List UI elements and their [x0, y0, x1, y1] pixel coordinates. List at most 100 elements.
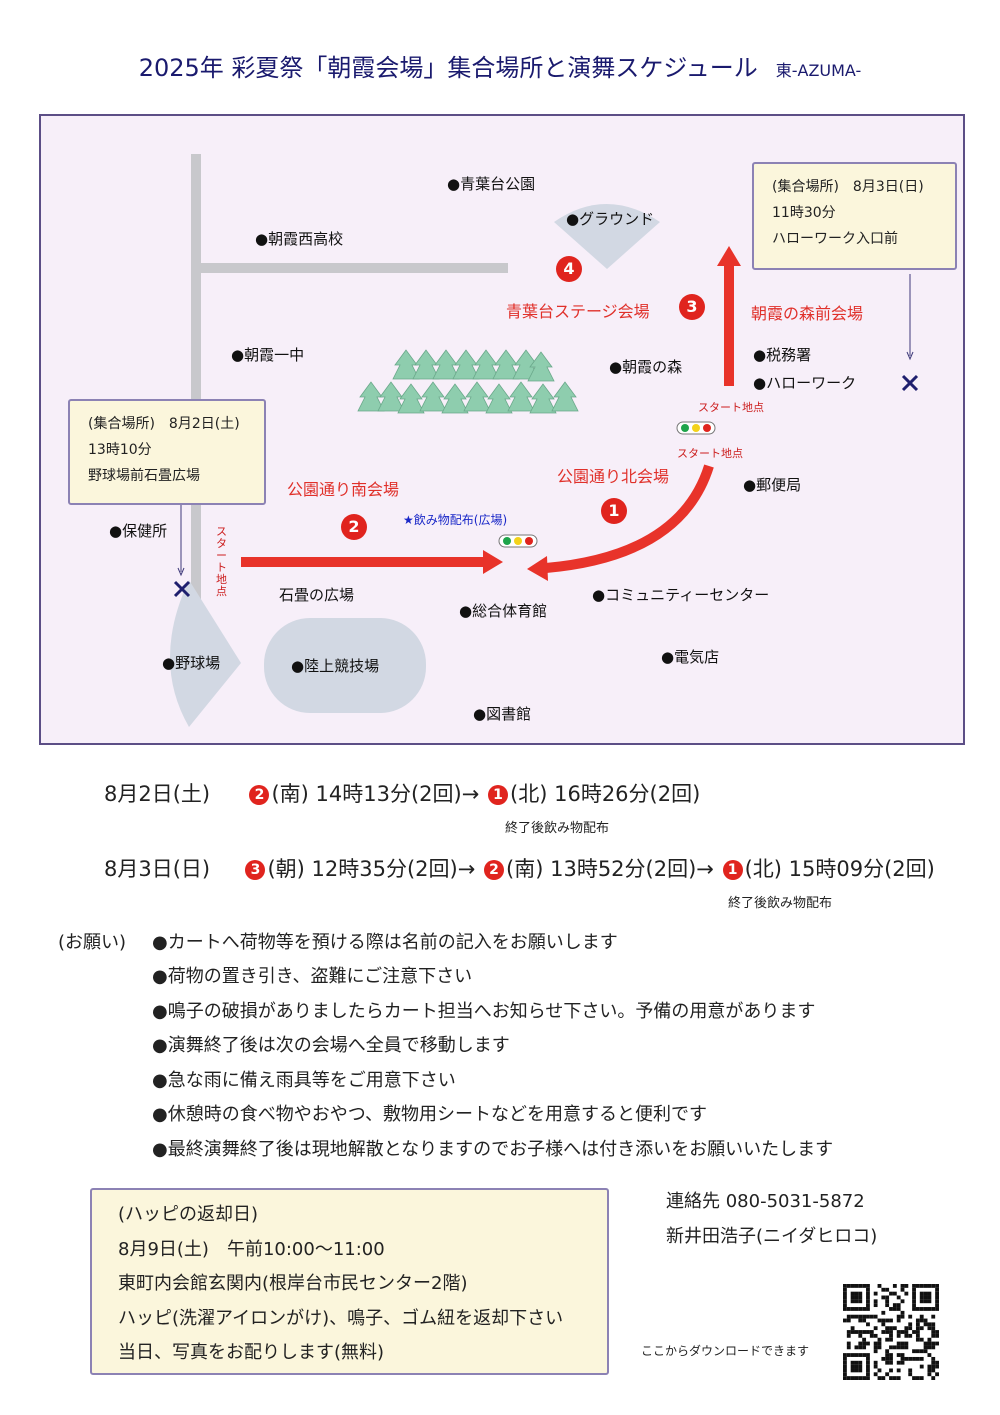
route-south-arrowhead	[483, 550, 503, 574]
schedule-day2-num3: 1	[722, 860, 743, 880]
forest-trees	[357, 349, 579, 414]
schedule-day2-date: 8月3日(日)	[104, 857, 211, 881]
place-library: ●図書館	[473, 705, 532, 723]
start-label-forest: スタート地点	[698, 401, 764, 414]
subtitle: 東-AZUMA-	[775, 61, 862, 80]
schedule-day2-num1: 3	[245, 860, 266, 880]
tree-icon	[485, 383, 513, 414]
tree-icon	[507, 381, 535, 412]
place-health-center: ●保健所	[109, 522, 168, 540]
request-item: ●最終演舞終了後は現地解散となりますのでお子様へは付き添いをお願いいたします	[152, 1139, 834, 1160]
venue-map: ●青葉台公園 ●グラウンド ●朝霞西高校 ●朝霞一中 ●朝霞の森 ●税務署 ●ハ…	[39, 114, 965, 745]
happi-return-box: (ハッピの返却日) 8月9日(土) 午前10:00～11:00 東町内会館玄関内…	[90, 1188, 609, 1375]
place-asaka-forest: ●朝霞の森	[609, 358, 683, 376]
download-caption: ここからダウンロードできます	[641, 1344, 810, 1358]
qr-code-icon[interactable]	[843, 1284, 939, 1380]
return-place: 東町内会館玄関内(根岸台市民センター2階)	[118, 1273, 468, 1294]
venue-aobadai-stage: 青葉台ステージ会場	[506, 302, 650, 321]
meeting-info-aug3: (集合場所) 8月3日(日) 11時30分 ハローワーク入口前	[752, 162, 957, 270]
place-post-office: ●郵便局	[743, 476, 802, 494]
contact-phone: 連絡先 080-5031-5872	[666, 1191, 865, 1212]
place-asaka-ichu: ●朝霞一中	[231, 346, 305, 364]
route-north-arrowhead	[527, 556, 548, 581]
place-asaka-nishi-high: ●朝霞西高校	[255, 230, 344, 248]
traffic-light-north	[676, 421, 716, 435]
pointer-head-aug3	[906, 351, 914, 361]
meeting-aug2-date: (集合場所) 8月2日(土)	[88, 416, 240, 432]
page-title: 2025年 彩夏祭「朝霞会場」集合場所と演舞スケジュール東-AZUMA-	[0, 48, 1000, 83]
baseball-field	[170, 580, 241, 727]
request-item: ●急な雨に備え雨具等をご用意下さい	[152, 1070, 456, 1091]
return-heading: (ハッピの返却日)	[118, 1204, 259, 1225]
schedule-day1: 8月2日(土) 2(南) 14時13分(2回)→ 1(北) 16時26分(2回)	[104, 778, 700, 808]
contact-name: 新井田浩子(ニイダヒロコ)	[666, 1226, 878, 1247]
drink-distribution-label: ★飲み物配布(広場)	[403, 513, 508, 527]
pointer-head-aug2	[177, 567, 185, 577]
start-label-north: スタート地点	[677, 447, 743, 460]
request-item: ●カートへ荷物等を預ける際は名前の記入をお願いします	[152, 932, 618, 953]
title-text: 2025年 彩夏祭「朝霞会場」集合場所と演舞スケジュール	[138, 54, 758, 82]
map-graphics	[170, 154, 919, 727]
tree-icon	[551, 381, 579, 412]
meeting-aug2-place: 野球場前石畳広場	[88, 468, 200, 484]
schedule-day2-note: 終了後飲み物配布	[728, 896, 833, 911]
place-hello-work: ●ハローワーク	[753, 374, 857, 392]
schedule-day1-num1: 2	[249, 785, 270, 805]
place-electric-shop: ●電気店	[661, 648, 720, 666]
tree-icon	[377, 381, 405, 412]
meeting-mark-aug2	[173, 580, 191, 598]
tree-icon	[397, 383, 425, 414]
venue-south: 公園通り南会場	[287, 480, 400, 499]
meeting-aug2-time: 13時10分	[88, 442, 152, 458]
road-vertical	[191, 154, 201, 616]
venue-number-3: 3	[679, 294, 705, 320]
place-aobadai-park: ●青葉台公園	[447, 175, 536, 193]
traffic-light-plaza	[498, 534, 538, 548]
venue-forest-front: 朝霞の森前会場	[751, 304, 864, 323]
schedule-day2-num2: 2	[484, 860, 505, 880]
meeting-aug3-date: (集合場所) 8月3日(日)	[772, 179, 924, 195]
road-horizontal	[201, 263, 508, 273]
meeting-mark-aug3	[901, 374, 919, 392]
request-item: ●鳴子の破損がありましたらカート担当へお知らせ下さい。予備の用意があります	[152, 1001, 816, 1022]
schedule-day1-note: 終了後飲み物配布	[505, 821, 610, 836]
return-date: 8月9日(土) 午前10:00～11:00	[118, 1238, 385, 1260]
request-item: ●演舞終了後は次の会場へ全員で移動します	[152, 1035, 510, 1056]
tree-icon	[529, 383, 557, 414]
meeting-info-aug2: (集合場所) 8月2日(土) 13時10分 野球場前石畳広場	[68, 399, 266, 505]
return-photo-note: 当日、写真をお配りします(無料)	[118, 1342, 385, 1363]
schedule-day2: 8月3日(日) 3(朝) 12時35分(2回)→ 2(南) 13時52分(2回)…	[104, 853, 935, 883]
place-ground: ●グラウンド	[566, 210, 655, 228]
request-item: ●荷物の置き引き、盗難にご注意下さい	[152, 966, 473, 987]
venue-number-1: 1	[601, 498, 627, 524]
schedule-day2-slot1: (朝) 12時35分(2回)→	[267, 857, 476, 881]
venue-north: 公園通り北会場	[557, 467, 670, 486]
meeting-aug3-time: 11時30分	[772, 205, 836, 221]
schedule-day1-slot1: (南) 14時13分(2回)→	[271, 782, 480, 806]
route-forest-arrowhead	[717, 246, 741, 266]
start-label-south: スタート地点	[216, 525, 227, 598]
schedule-day2-slot2: (南) 13時52分(2回)→	[506, 857, 714, 881]
schedule-day1-num2: 1	[488, 785, 509, 805]
requests-label: (お願い)	[58, 932, 127, 953]
place-stone-plaza: 石畳の広場	[279, 586, 355, 604]
schedule-day1-slot2: (北) 16時26分(2回)	[510, 782, 701, 806]
tree-icon	[419, 381, 447, 412]
ground-field	[554, 204, 660, 269]
stadium-track	[264, 618, 426, 713]
meeting-aug3-place: ハローワーク入口前	[772, 231, 898, 247]
return-items: ハッピ(洗濯アイロンがけ)、鳴子、ゴム紐を返却下さい	[118, 1307, 564, 1329]
place-tax-office: ●税務署	[753, 346, 812, 364]
schedule-day2-slot3: (北) 15時09分(2回)	[744, 857, 935, 881]
venue-number-4: 4	[556, 256, 582, 282]
place-community-center: ●コミュニティーセンター	[592, 586, 770, 604]
tree-icon	[441, 383, 469, 414]
tree-icon	[527, 351, 555, 382]
venue-number-2: 2	[341, 514, 367, 540]
place-baseball: ●野球場	[162, 654, 221, 672]
schedule-day1-date: 8月2日(土)	[104, 782, 211, 806]
place-gym: ●総合体育館	[459, 602, 548, 620]
place-stadium: ●陸上競技場	[291, 657, 380, 675]
route-north-line	[545, 464, 714, 573]
tree-icon	[463, 381, 491, 412]
